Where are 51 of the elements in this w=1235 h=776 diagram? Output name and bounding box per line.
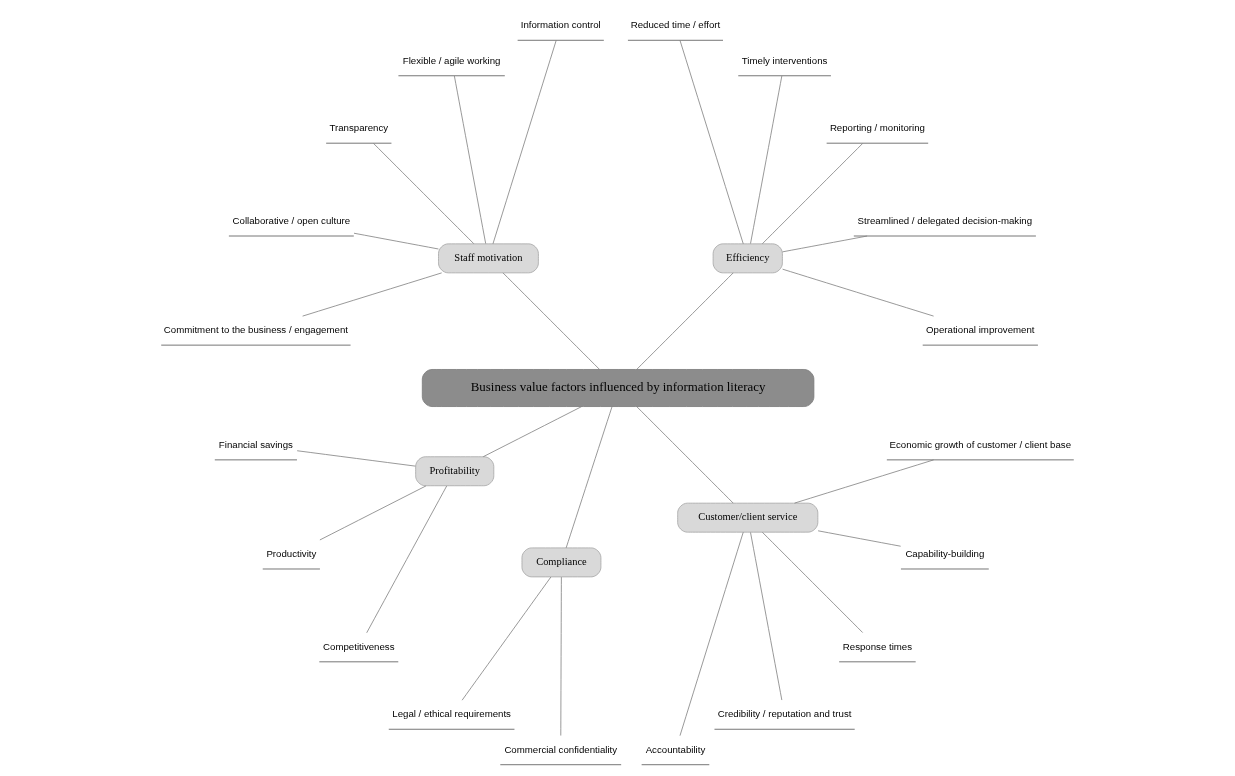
connector <box>565 406 613 549</box>
node-text: Legal / ethical requirements <box>392 708 511 720</box>
connector <box>461 576 552 701</box>
connector <box>750 75 783 244</box>
node-text: Flexible / agile working <box>402 54 501 66</box>
connector <box>782 235 868 253</box>
connector <box>492 39 557 245</box>
connector <box>453 75 487 244</box>
node-text: Reporting / monitoring <box>829 122 925 134</box>
connector <box>750 532 783 701</box>
node-text: Response times <box>842 640 913 652</box>
node-text: Capability-building <box>905 547 985 559</box>
node-box: Customer/client service <box>677 502 819 533</box>
node-text: Collaborative / open culture <box>232 215 351 227</box>
connector <box>782 268 934 317</box>
connector <box>636 272 734 370</box>
node-box: Compliance <box>521 547 602 578</box>
node-text: Financial savings <box>218 438 293 450</box>
connector <box>373 143 475 245</box>
node-text: Operational improvement <box>926 324 1035 336</box>
node-text: Commercial confidentiality <box>504 743 618 755</box>
node-box: Business value factors influenced by information literacy <box>421 369 815 407</box>
connector <box>761 531 864 633</box>
node-box: Profitability <box>415 456 495 487</box>
connector <box>560 576 562 736</box>
node-text: Accountability <box>645 743 706 755</box>
connector <box>353 232 439 250</box>
node-text: Credibility / reputation and trust <box>717 708 852 720</box>
connector <box>794 459 934 504</box>
connector <box>302 272 443 317</box>
connector <box>761 143 864 245</box>
connector <box>679 39 744 245</box>
node-text: Commitment to the business / engagement <box>163 324 348 336</box>
connector <box>502 272 600 370</box>
connector <box>636 406 734 504</box>
node-text: Streamlined / delegated decision-making <box>857 215 1033 227</box>
node-text: Reduced time / effort <box>630 19 721 31</box>
node-text: Transparency <box>329 122 389 134</box>
connector <box>296 450 416 467</box>
node-text: Productivity <box>266 547 317 559</box>
connector <box>817 530 902 547</box>
node-text: Competitiveness <box>323 640 395 652</box>
connector <box>679 531 744 737</box>
node-text: Information control <box>520 19 601 31</box>
node-box: Efficiency <box>712 243 783 274</box>
connector <box>482 406 583 458</box>
node-box: Staff motivation <box>438 243 539 274</box>
node-text: Timely interventions <box>741 54 828 66</box>
node-text: Economic growth of customer / client base <box>889 438 1072 450</box>
connector <box>366 485 448 634</box>
connector <box>319 485 427 541</box>
